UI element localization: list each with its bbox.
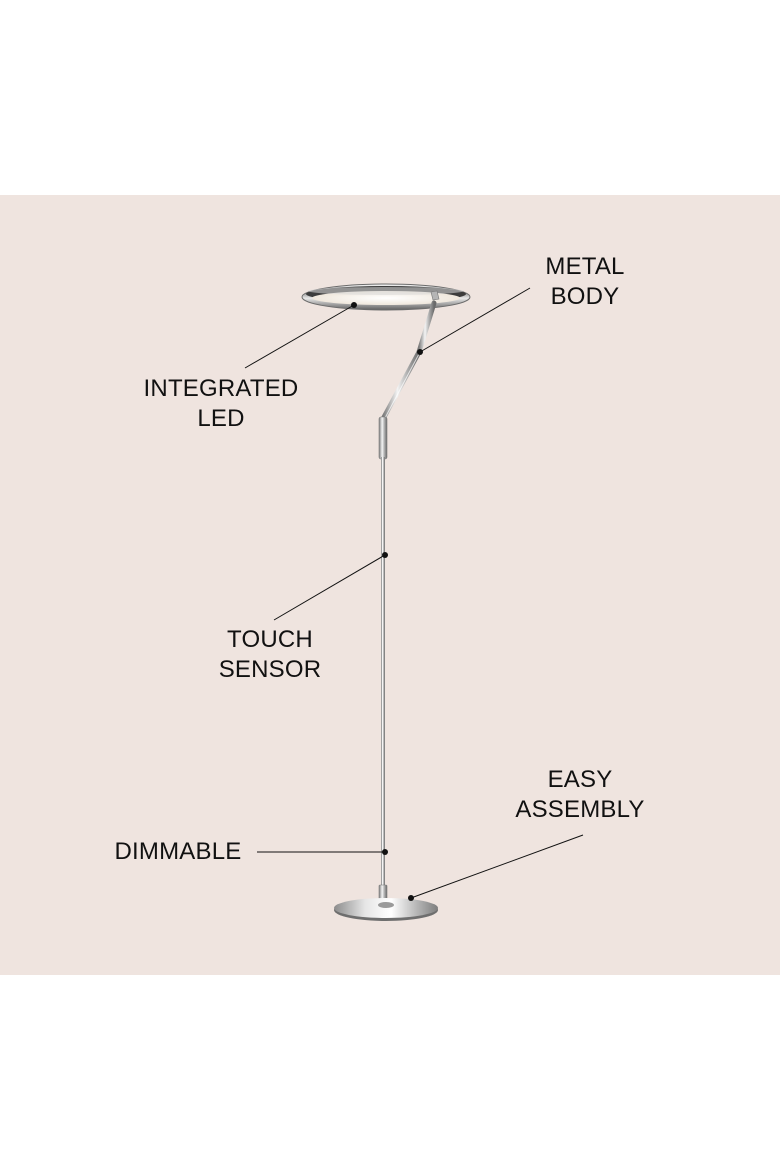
callout-easy-assembly: EASY ASSEMBLY: [510, 765, 650, 825]
lamp-head: [301, 283, 471, 311]
callout-integrated-led: INTEGRATED LED: [141, 374, 301, 434]
lamp-arm: [380, 300, 437, 422]
callout-touch-sensor-line1: TOUCH: [227, 626, 313, 653]
callout-metal-body: METAL BODY: [535, 252, 635, 312]
lamp-diagram: [244, 283, 584, 921]
callout-easy-assembly-line1: EASY: [547, 766, 613, 793]
callout-touch-sensor-pointer: [273, 552, 388, 621]
callout-dimmable-line1: DIMMABLE: [114, 838, 242, 865]
callout-metal-body-line2: BODY: [550, 283, 620, 310]
lamp-base: [334, 898, 438, 921]
callout-dimmable: DIMMABLE: [108, 837, 248, 867]
callout-easy-assembly-line2: ASSEMBLY: [515, 796, 645, 823]
feature-panel: METAL BODY INTEGRATED LED TOUCH SENSOR D…: [0, 195, 780, 975]
callout-metal-body-pointer: [417, 287, 531, 355]
callout-touch-sensor: TOUCH SENSOR: [210, 625, 330, 685]
callout-dimmable-pointer: [257, 849, 388, 855]
callout-integrated-led-pointer: [244, 302, 357, 369]
callout-integrated-led-line2: LED: [197, 405, 245, 432]
callout-metal-body-line1: METAL: [545, 253, 625, 280]
callout-integrated-led-line1: INTEGRATED: [143, 375, 299, 402]
callout-easy-assembly-pointer: [408, 834, 584, 901]
lamp-pole: [378, 416, 388, 904]
callout-touch-sensor-line2: SENSOR: [218, 656, 322, 683]
